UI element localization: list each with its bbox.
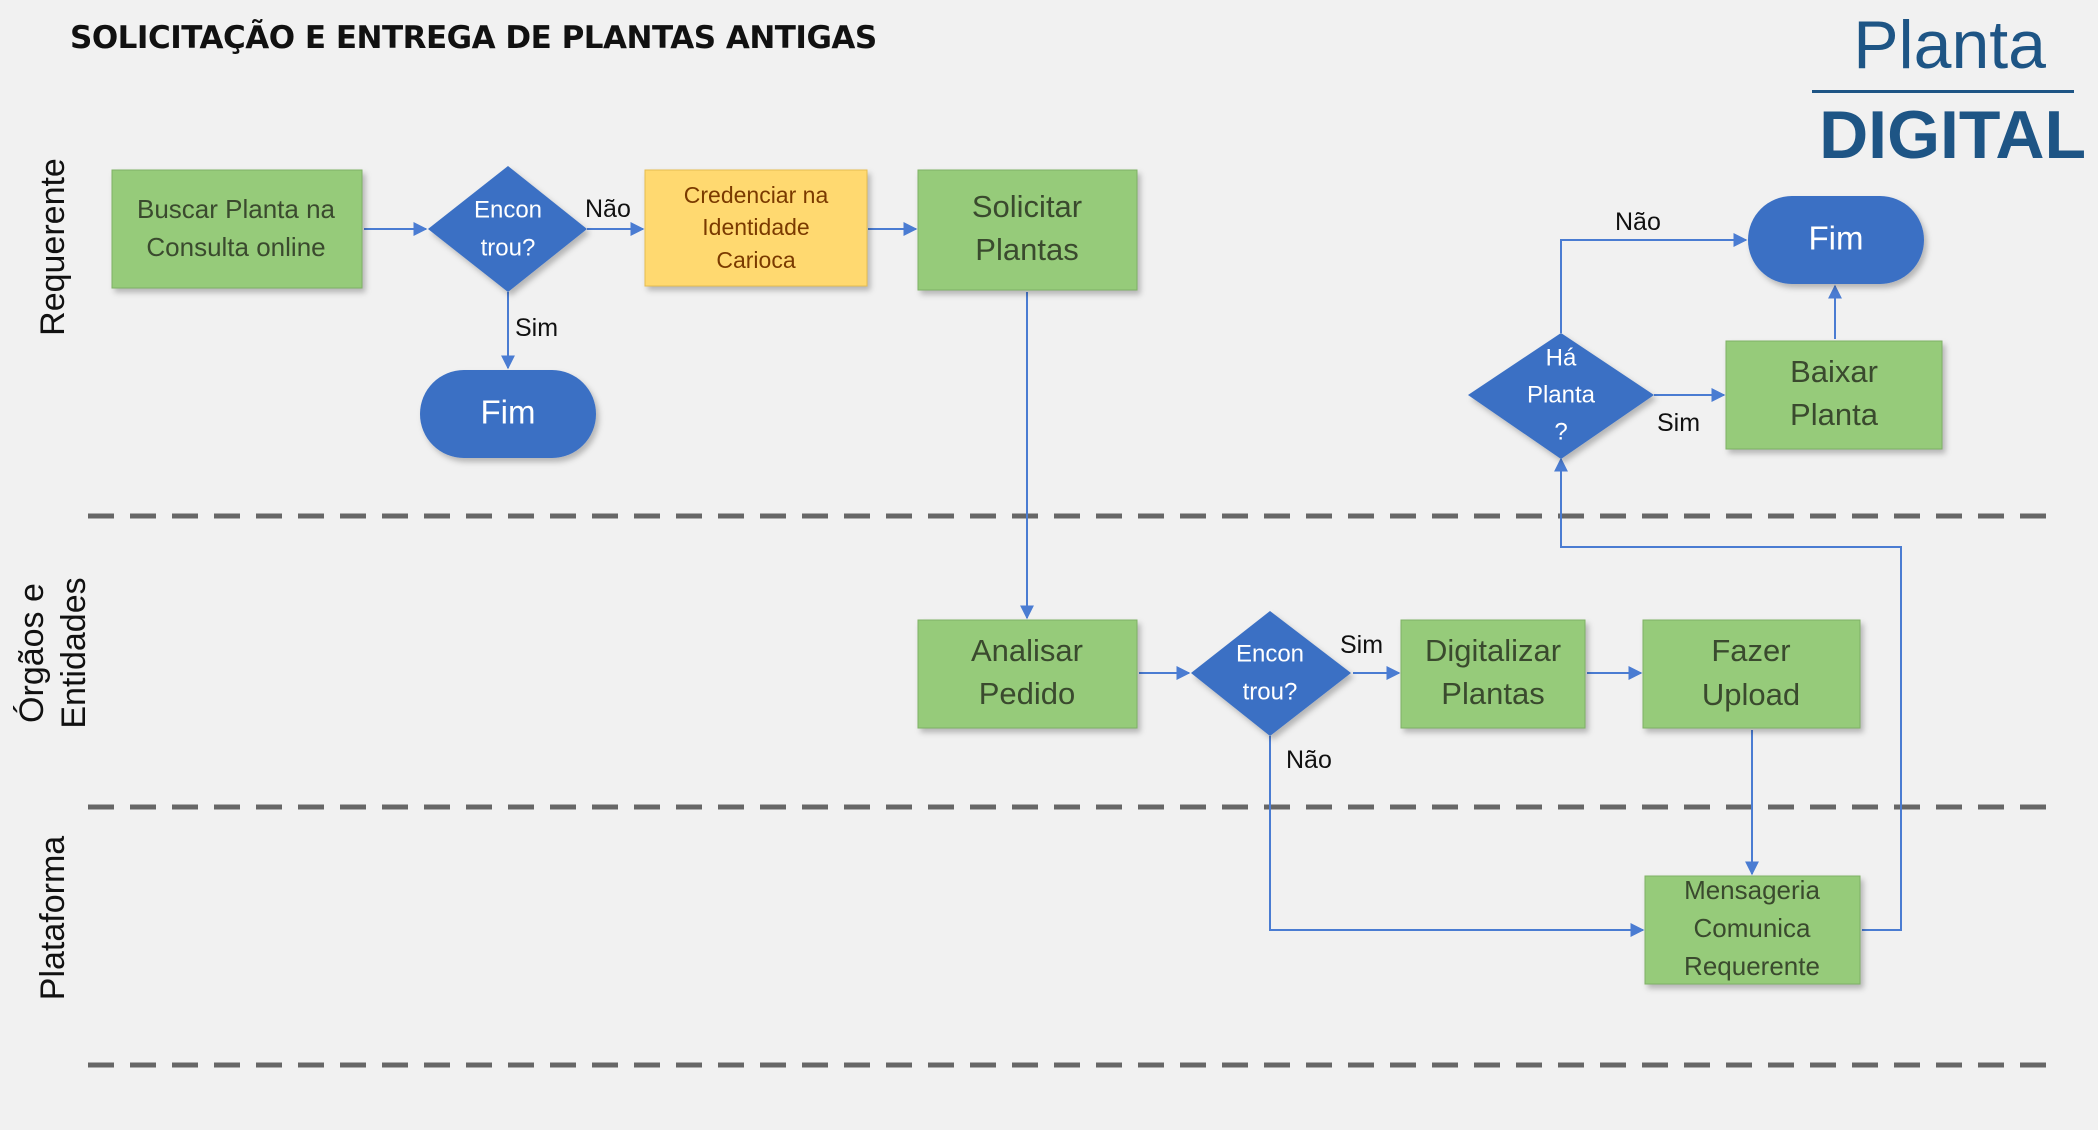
node-label-line: ? — [1554, 418, 1567, 445]
node-buscar-planta — [111, 169, 363, 289]
node-label-line: Planta — [1790, 397, 1879, 432]
node-label-line: Upload — [1702, 677, 1800, 712]
edge-label-nao: Não — [585, 195, 631, 223]
node-fazer-upload — [1642, 619, 1861, 729]
node-label-line: Digitalizar — [1425, 633, 1561, 668]
connector-haplanta-to-fim — [1560, 233, 1748, 333]
node-label-line: Fazer — [1711, 633, 1790, 668]
node-baixar-planta — [1725, 340, 1943, 450]
node-label-line: Plantas — [975, 232, 1078, 267]
diagram-title: SOLICITAÇÃO E ENTREGA DE PLANTAS ANTIGAS — [70, 20, 877, 56]
node-label-line: Plantas — [1441, 676, 1544, 711]
node-label-line: trou? — [481, 234, 536, 261]
node-label-line: Planta — [1527, 381, 1596, 408]
node-decision-encontrou — [428, 166, 587, 292]
node-label-line: Carioca — [716, 247, 795, 273]
connectors — [364, 222, 1902, 937]
node-analisar-pedido — [917, 619, 1138, 729]
node-label-line: Credenciar na — [684, 182, 829, 208]
node-label-line: Encon — [1236, 640, 1304, 667]
node-credenciar — [644, 169, 868, 287]
brand-logo-planta: Planta — [1853, 7, 2046, 83]
node-label-line: Há — [1546, 344, 1577, 371]
node-label-line: Consulta online — [146, 232, 325, 262]
node-solicitar-plantas — [917, 169, 1138, 291]
node-terminal-fim — [1748, 196, 1924, 284]
node-label-line: trou? — [1243, 678, 1298, 705]
lane-dividers — [88, 513, 2060, 1068]
node-label-line: Fim — [481, 394, 536, 431]
node-terminal-fim — [420, 370, 596, 458]
node-label-line: Pedido — [979, 676, 1076, 711]
node-label-line: Encon — [474, 196, 542, 223]
edge-label-sim: Sim — [1657, 409, 1700, 437]
edge-label-sim: Sim — [1340, 631, 1383, 659]
edge-label-nao: Não — [1615, 208, 1661, 236]
node-label-line: Buscar Planta na — [137, 194, 336, 224]
node-label-line: Analisar — [971, 633, 1083, 668]
node-digitalizar-plantas — [1400, 619, 1586, 729]
connector-encontrou-to-mensageria — [1269, 736, 1645, 937]
node-label-line: Mensageria — [1684, 875, 1820, 905]
brand-logo-digital: DIGITAL — [1819, 97, 2086, 173]
connector-mensageria-to-haplanta — [1554, 457, 1902, 931]
edge-label-sim: Sim — [515, 314, 558, 342]
brand-logo-rule — [1812, 90, 2074, 93]
node-label-line: Fim — [1809, 220, 1864, 257]
node-mensageria — [1644, 875, 1861, 985]
edge-label-nao: Não — [1286, 746, 1332, 774]
node-label-line: Identidade — [702, 214, 809, 240]
node-label-line: Comunica — [1693, 913, 1811, 943]
node-decision-encontrou — [1191, 611, 1351, 736]
node-label-line: Baixar — [1790, 354, 1878, 389]
node-decision-ha-planta — [1468, 333, 1654, 459]
edge-labels: Não Sim Sim Não Não Sim — [515, 195, 1700, 774]
node-label-line: Solicitar — [972, 189, 1082, 224]
node-label-line: Requerente — [1684, 951, 1820, 981]
